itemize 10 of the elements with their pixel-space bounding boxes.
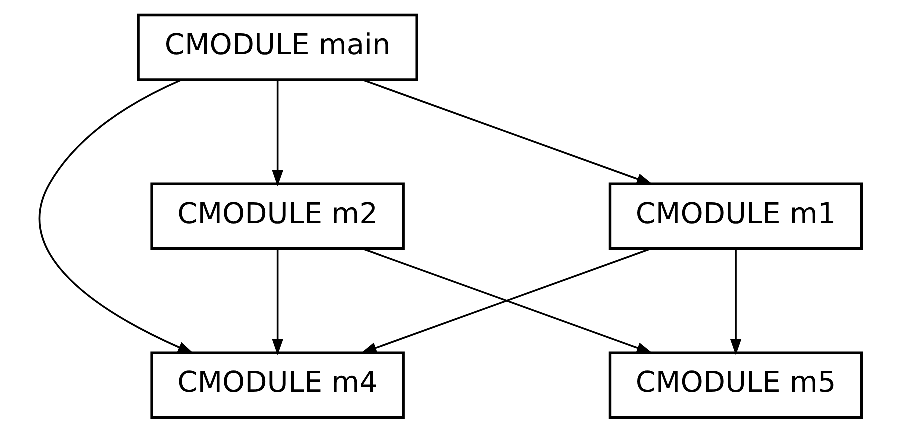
arrow — [362, 79, 653, 185]
node-box: CMODULE main — [136, 14, 418, 82]
arrow — [272, 80, 283, 186]
node-box: CMODULE m4 — [150, 352, 404, 420]
arrow — [272, 249, 283, 356]
node-box: CMODULE m2 — [150, 182, 404, 250]
node-box: CMODULE m5 — [608, 352, 863, 420]
node-box: CMODULE m1 — [608, 182, 863, 250]
arrow — [730, 249, 742, 356]
arrow — [38, 79, 194, 354]
